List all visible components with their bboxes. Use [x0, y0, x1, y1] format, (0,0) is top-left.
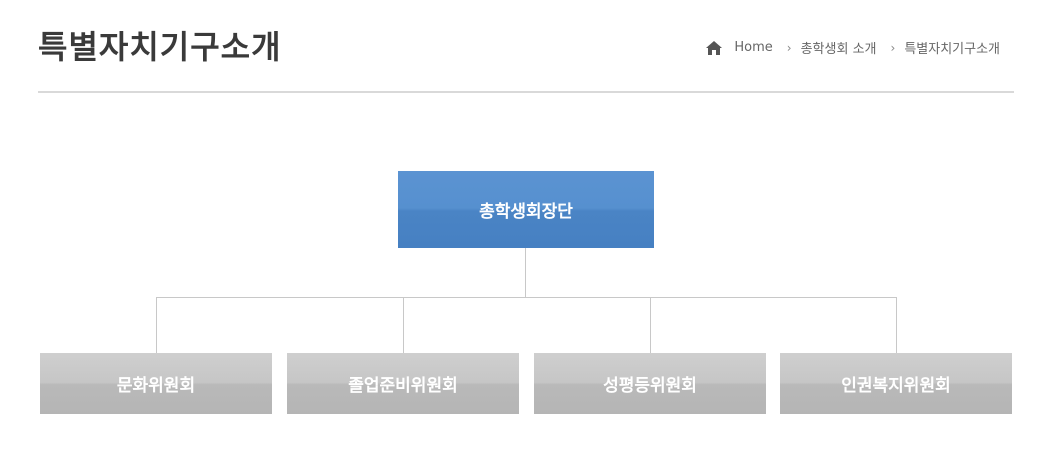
org-child-human-rights-welfare-committee[interactable]: 인권복지위원회 — [780, 353, 1012, 414]
org-child-culture-committee[interactable]: 문화위원회 — [40, 353, 272, 414]
breadcrumb-home[interactable]: Home — [734, 40, 773, 55]
connector-child-4 — [896, 297, 897, 353]
breadcrumb-student-council[interactable]: 총학생회 소개 — [800, 42, 877, 57]
connector-child-1 — [156, 297, 157, 353]
org-child-gender-equality-committee[interactable]: 성평등위원회 — [534, 353, 766, 414]
breadcrumb-current[interactable]: 특별자치기구소개 — [904, 42, 1000, 57]
connector-horizontal — [156, 297, 896, 298]
org-root-box[interactable]: 총학생회장단 — [398, 171, 654, 248]
header-divider — [38, 91, 1014, 93]
org-child-graduation-committee[interactable]: 졸업준비위원회 — [287, 353, 519, 414]
connector-root-vertical — [525, 248, 526, 298]
page-title: 특별자치기구소개 — [38, 28, 282, 66]
connector-child-3 — [650, 297, 651, 353]
home-icon[interactable] — [706, 40, 723, 55]
breadcrumb-separator: › — [786, 40, 792, 55]
breadcrumb: Home › 총학생회 소개 › 특별자치기구소개 — [706, 38, 1000, 57]
breadcrumb-separator: › — [890, 40, 896, 55]
connector-child-2 — [403, 297, 404, 353]
